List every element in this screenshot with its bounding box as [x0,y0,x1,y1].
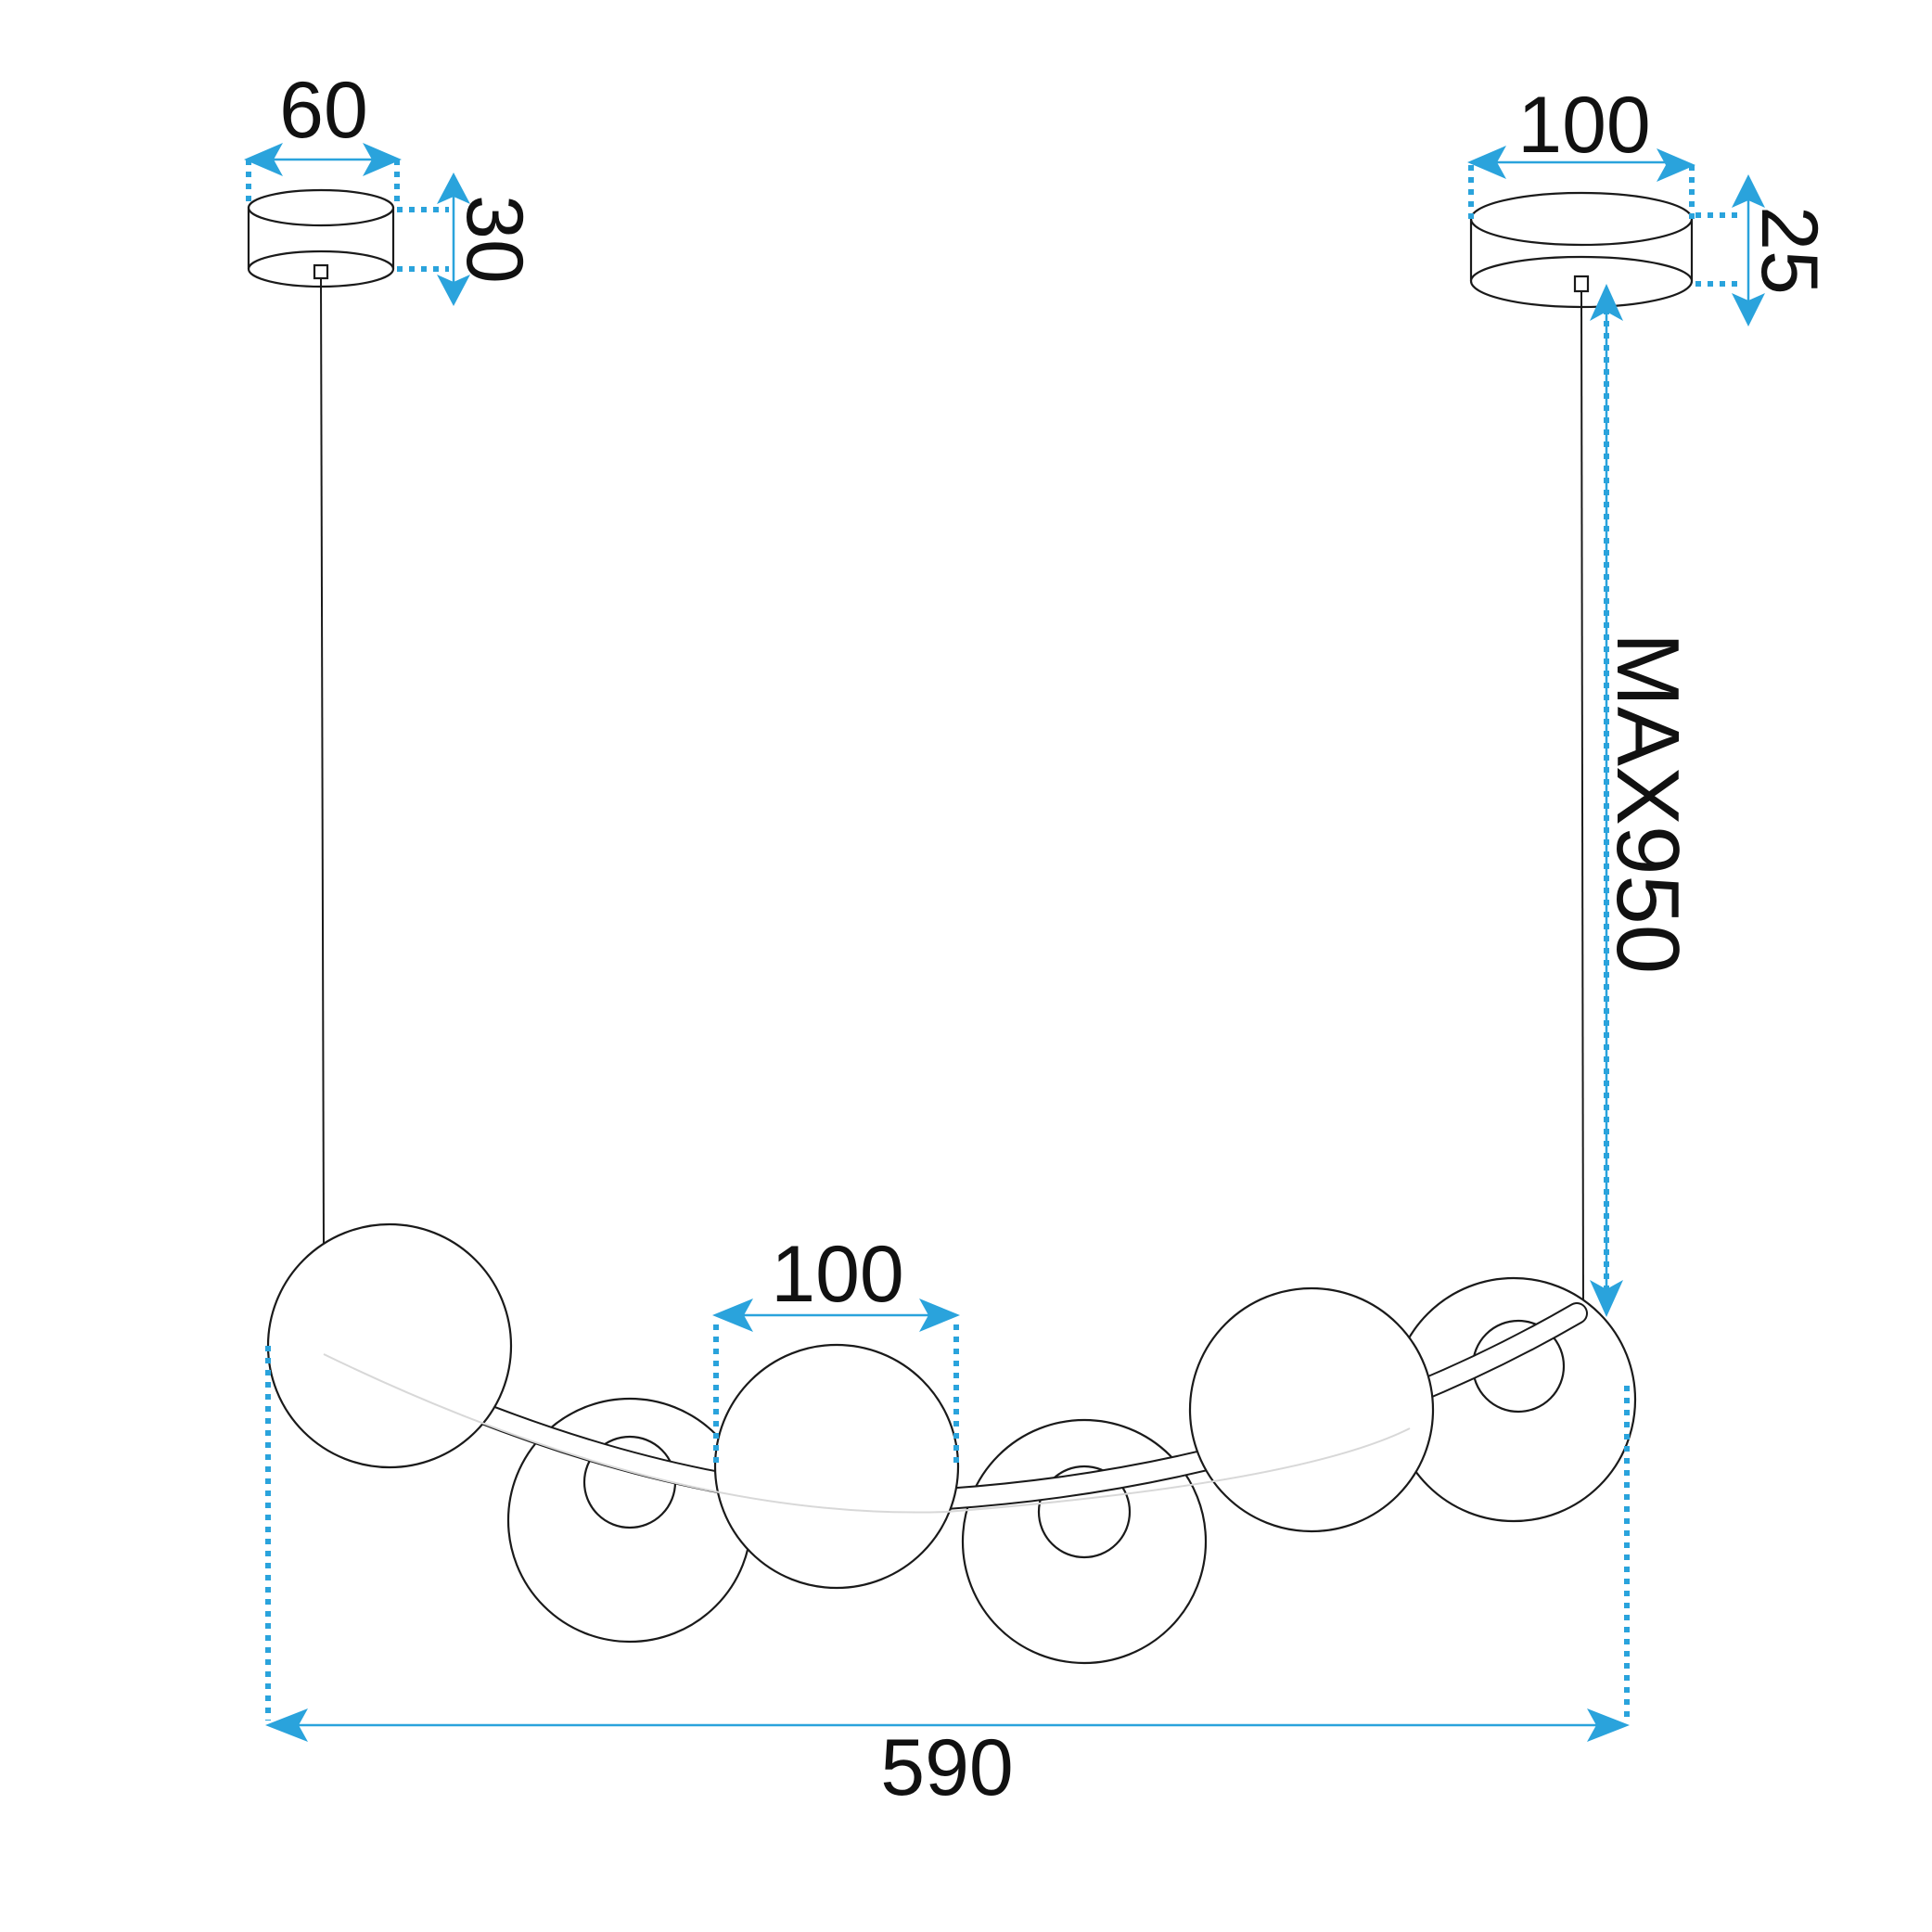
dimension-left-canopy-width: 60 [244,66,402,208]
right-canopy [1469,191,1694,309]
dimension-globe-diameter: 100 [712,1230,960,1465]
globe-3 [713,1343,960,1590]
dimension-right-canopy-width: 100 [1467,81,1695,219]
right-suspension-cable [1580,290,1584,1313]
left-canopy-height-label: 30 [450,195,539,284]
dimension-cable-length: MAX950 [1590,284,1697,1317]
lamp-body [266,1222,1637,1665]
dimension-total-width: 590 [265,1346,1630,1812]
globe-diameter-label: 100 [771,1230,904,1319]
cable-length-label: MAX950 [1598,633,1697,974]
globe-1 [266,1222,513,1469]
left-suspension-cable [320,277,325,1248]
globe-5 [1188,1286,1435,1533]
dimension-right-canopy-height: 25 [1695,174,1834,326]
dimension-left-canopy-height: 30 [397,173,539,306]
right-canopy-height-label: 25 [1745,206,1834,295]
total-width-label: 590 [880,1723,1014,1812]
left-canopy-width-label: 60 [279,66,368,155]
right-canopy-width-label: 100 [1517,81,1651,170]
left-canopy [247,188,395,288]
